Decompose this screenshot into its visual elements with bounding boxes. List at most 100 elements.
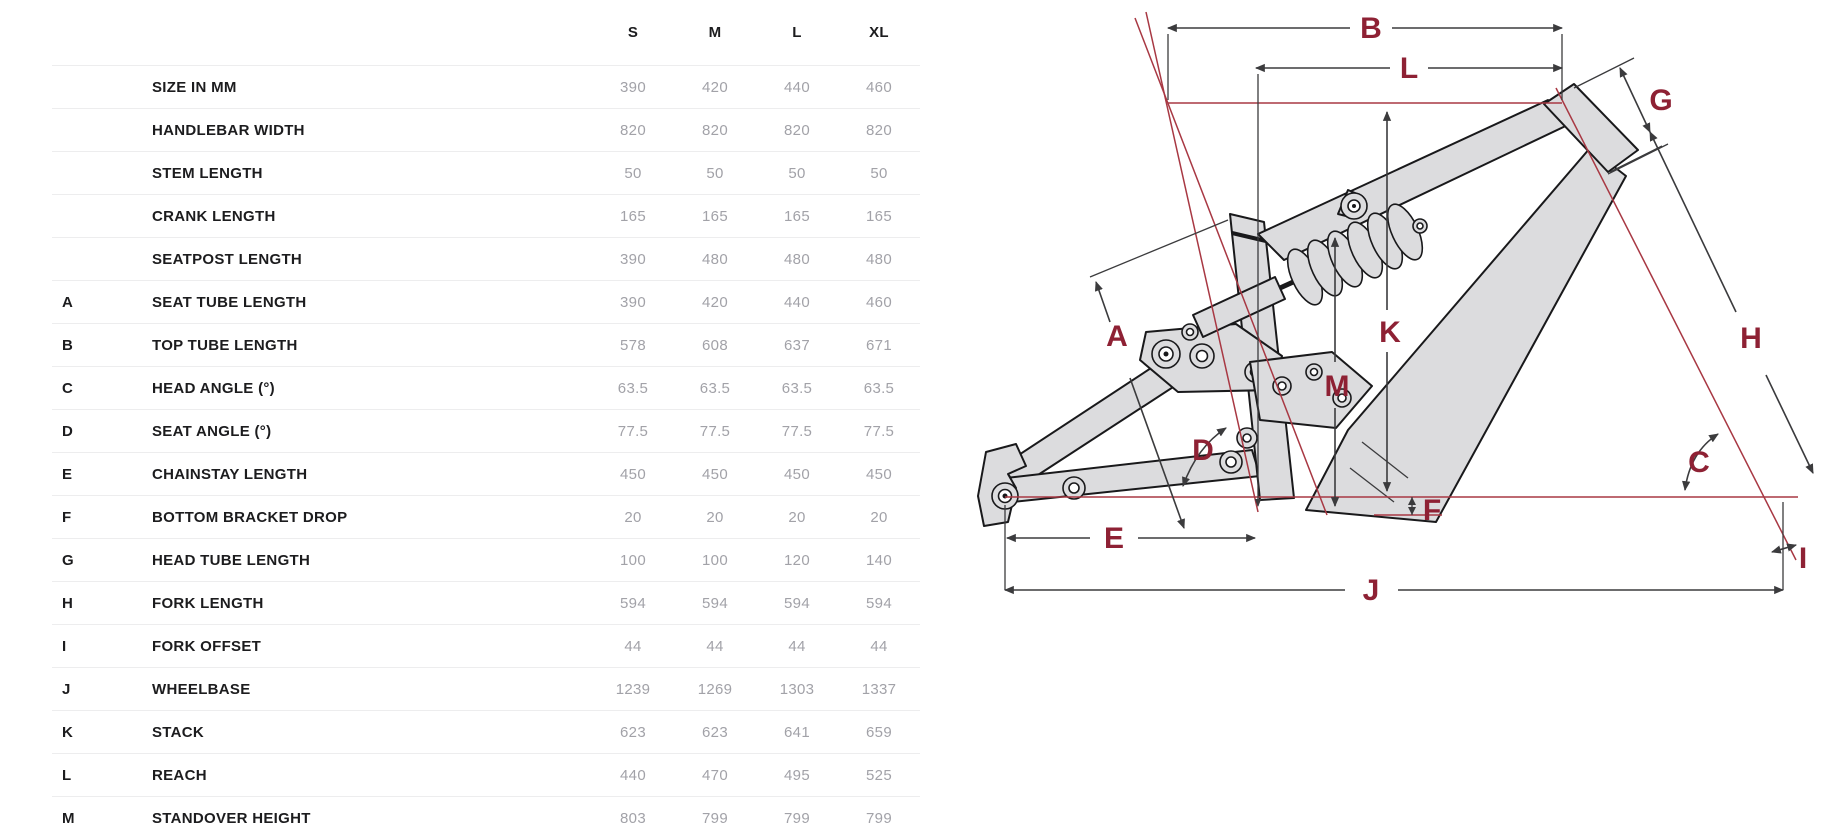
cell-m: 63.5 [699,379,731,397]
cell-m: 450 [702,465,728,483]
cell-s: 440 [620,766,646,784]
row-letter: C [62,379,74,397]
dim-label-L: L [1400,52,1418,85]
cell-xl: 799 [866,809,892,827]
cell-m: 165 [702,207,728,225]
cell-xl: 165 [866,207,892,225]
row-letter: B [62,336,74,354]
cell-s: 623 [620,723,646,741]
dim-label-K: K [1379,316,1401,349]
row-letter: G [62,551,74,569]
cell-xl: 77.5 [863,422,895,440]
cell-s: 77.5 [617,422,649,440]
table-header-row: S M L XL [52,0,920,66]
frame-geometry-diagram: B L G A K M H D C E F J I [977,11,1814,607]
cell-xl: 140 [866,551,892,569]
row-label: WHEELBASE [152,680,251,698]
cell-xl: 820 [866,121,892,139]
cell-m: 420 [702,78,728,96]
cell-l: 637 [784,336,810,354]
dim-arc-D [1182,427,1227,487]
cell-s: 594 [620,594,646,612]
dim-label-E: E [1104,522,1124,555]
cell-m: 77.5 [699,422,731,440]
row-label: HANDLEBAR WIDTH [152,121,305,139]
row-letter: K [62,723,74,741]
dim-label-F: F [1423,494,1441,527]
cell-s: 390 [620,293,646,311]
cell-xl: 659 [866,723,892,741]
cell-s: 803 [620,809,646,827]
row-label: FORK OFFSET [152,637,262,655]
cell-s: 50 [624,164,642,182]
cell-l: 50 [788,164,806,182]
cell-xl: 460 [866,293,892,311]
size-header-l: L [792,24,802,41]
row-label: BOTTOM BRACKET DROP [152,508,348,526]
cell-s: 1239 [615,680,651,698]
dim-label-I: I [1799,542,1807,575]
cell-m: 20 [706,508,724,526]
cell-xl: 480 [866,250,892,268]
row-letter: L [62,766,72,784]
dim-line-G [1619,67,1651,133]
cell-l: 641 [784,723,810,741]
row-label: CRANK LENGTH [152,207,276,225]
cell-l: 44 [788,637,806,655]
cell-l: 20 [788,508,806,526]
row-letter: H [62,594,74,612]
row-label: SEATPOST LENGTH [152,250,303,268]
row-label: STEM LENGTH [152,164,263,182]
size-header-xl: XL [869,24,889,41]
cell-xl: 50 [870,164,888,182]
seat-clamp [1231,231,1267,243]
cell-xl: 63.5 [863,379,895,397]
row-label: STANDOVER HEIGHT [152,809,311,827]
row-label: SEAT TUBE LENGTH [152,293,307,311]
dim-arc-C [1682,433,1719,492]
row-label: SEAT ANGLE (°) [152,422,272,440]
row-letter: J [62,680,71,698]
cell-m: 799 [702,809,728,827]
row-label: STACK [152,723,205,741]
cell-m: 608 [702,336,728,354]
row-label: REACH [152,766,207,784]
cell-xl: 44 [870,637,888,655]
cell-s: 44 [624,637,642,655]
row-letter: I [62,637,67,655]
down-tube [1305,147,1627,523]
cell-l: 594 [784,594,810,612]
cell-s: 390 [620,78,646,96]
dim-line-I [1771,543,1797,554]
dim-label-A: A [1106,320,1128,353]
seat-tube-axis-line [1134,17,1328,516]
table-row-fork-offset: I FORK OFFSET 44 44 44 44 [52,625,920,668]
cell-xl: 450 [866,465,892,483]
cell-s: 390 [620,250,646,268]
cell-l: 480 [784,250,810,268]
dim-label-B: B [1360,12,1382,45]
dim-label-M: M [1325,370,1350,403]
row-label: TOP TUBE LENGTH [152,336,298,354]
cell-l: 799 [784,809,810,827]
dim-label-C: C [1688,446,1710,479]
size-header-s: S [627,24,639,41]
row-letter: M [62,809,75,827]
cell-xl: 594 [866,594,892,612]
cell-xl: 20 [870,508,888,526]
cell-s: 578 [620,336,646,354]
size-header-m: M [708,24,722,41]
cell-m: 44 [706,637,724,655]
cell-m: 1269 [697,680,733,698]
row-letter: E [62,465,73,483]
